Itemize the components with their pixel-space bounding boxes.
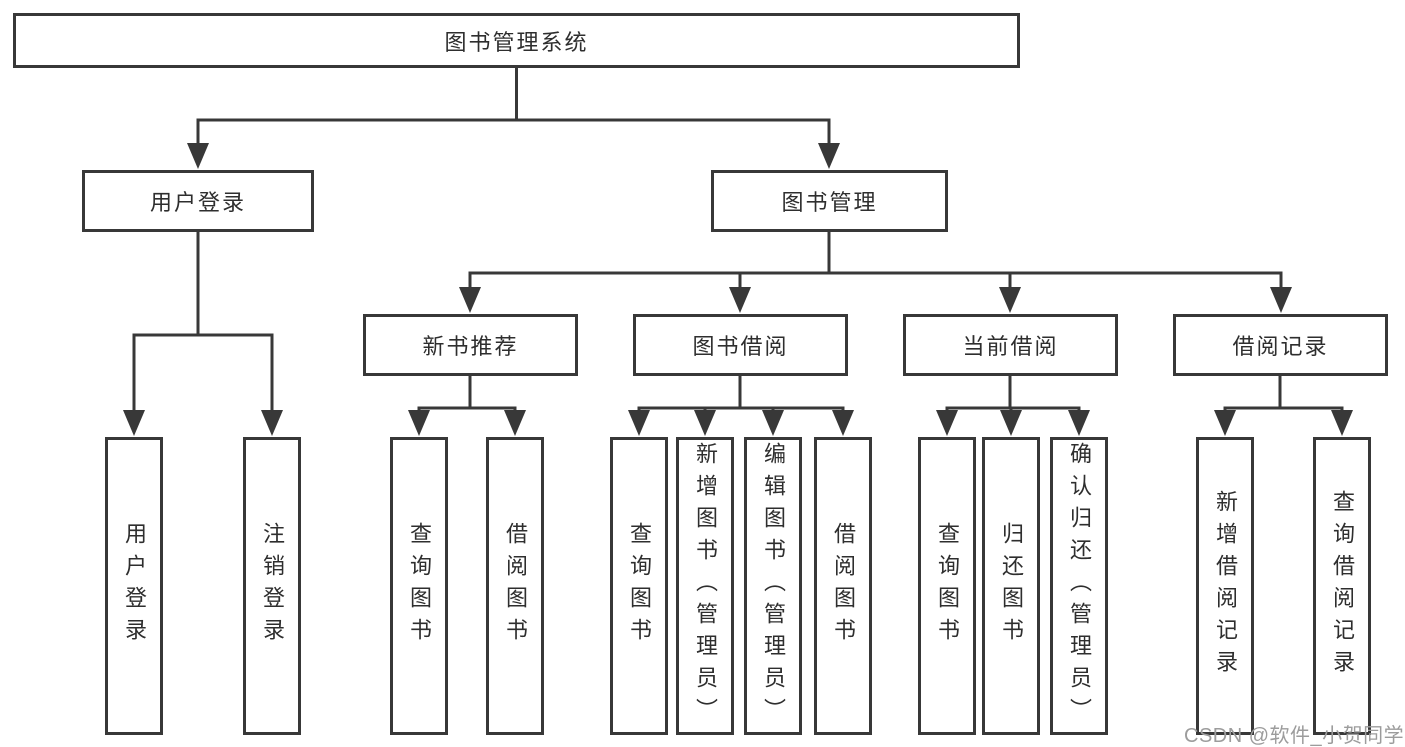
node-query-books-borrow: 查询图书 <box>610 437 668 735</box>
node-label: 新增图书（管理员） <box>693 442 718 730</box>
line <box>945 376 1081 414</box>
arrowhead-icon <box>504 410 526 436</box>
node-label: 图书管理 <box>781 190 878 215</box>
node-edit-books-admin: 编辑图书（管理员） <box>744 437 802 735</box>
node-label: 查询图书 <box>407 522 432 650</box>
arrowhead-icon <box>1214 410 1236 436</box>
connector-root-to-level2 <box>187 68 840 169</box>
arrowhead-icon <box>1068 410 1090 436</box>
node-user-login-action: 用户登录 <box>105 437 163 735</box>
node-label: 借阅记录 <box>1232 334 1329 359</box>
node-label: 用户登录 <box>149 190 246 215</box>
node-add-books-admin: 新增图书（管理员） <box>676 437 734 735</box>
node-label: 确认归还（管理员） <box>1067 442 1092 730</box>
node-add-borrow-record: 新增借阅记录 <box>1196 437 1254 735</box>
arrowhead-icon <box>1270 287 1292 313</box>
node-label: 查询借阅记录 <box>1330 490 1355 682</box>
connector-bookborrow-to-children <box>628 376 854 436</box>
node-book-borrow: 图书借阅 <box>633 314 848 376</box>
connector-newbook-to-children <box>408 376 526 436</box>
node-label: 新书推荐 <box>422 334 519 359</box>
connector-userlogin-to-children <box>123 232 283 436</box>
node-library-management-system: 图书管理系统 <box>13 13 1020 68</box>
node-borrow-books: 借阅图书 <box>814 437 872 735</box>
arrowhead-icon <box>408 410 430 436</box>
line <box>1223 376 1344 414</box>
node-label: 注销登录 <box>260 522 285 650</box>
node-query-books-recommend: 查询图书 <box>390 437 448 735</box>
node-borrow-records: 借阅记录 <box>1173 314 1388 376</box>
node-label: 当前借阅 <box>962 334 1059 359</box>
arrowhead-icon <box>123 410 145 436</box>
line <box>637 376 845 414</box>
node-return-books: 归还图书 <box>982 437 1040 735</box>
arrowhead-icon <box>261 410 283 436</box>
csdn-watermark: CSDN @软件_小贺同学 <box>1184 725 1405 747</box>
node-book-management: 图书管理 <box>711 170 948 232</box>
node-query-borrow-record: 查询借阅记录 <box>1313 437 1371 735</box>
arrowhead-icon <box>459 287 481 313</box>
line <box>132 232 274 412</box>
connector-bookmgmt-to-level3 <box>459 232 1292 313</box>
arrowhead-icon <box>187 143 209 169</box>
node-query-books-current: 查询图书 <box>918 437 976 735</box>
node-logout-action: 注销登录 <box>243 437 301 735</box>
connector-currentborrow-to-children <box>936 376 1090 436</box>
arrowhead-icon <box>936 410 958 436</box>
node-new-book-recommend: 新书推荐 <box>363 314 578 376</box>
arrowhead-icon <box>762 410 784 436</box>
node-label: 查询图书 <box>627 522 652 650</box>
node-user-login: 用户登录 <box>82 170 314 232</box>
node-confirm-return-admin: 确认归还（管理员） <box>1050 437 1108 735</box>
node-label: 查询图书 <box>935 522 960 650</box>
node-label: 借阅图书 <box>503 522 528 650</box>
arrowhead-icon <box>999 287 1021 313</box>
line <box>417 376 517 414</box>
node-borrow-books-recommend: 借阅图书 <box>486 437 544 735</box>
connector-borrowrecords-to-children <box>1214 376 1353 436</box>
arrowhead-icon <box>729 287 751 313</box>
node-label: 新增借阅记录 <box>1213 490 1238 682</box>
node-label: 编辑图书（管理员） <box>761 442 786 730</box>
node-current-borrow: 当前借阅 <box>903 314 1118 376</box>
node-label: 归还图书 <box>999 522 1024 650</box>
line <box>468 232 1283 290</box>
arrowhead-icon <box>832 410 854 436</box>
node-label: 借阅图书 <box>831 522 856 650</box>
node-label: 图书管理系统 <box>444 29 589 55</box>
arrowhead-icon <box>818 143 840 169</box>
arrowhead-icon <box>628 410 650 436</box>
node-label: 用户登录 <box>122 522 147 650</box>
line <box>196 68 831 146</box>
arrowhead-icon <box>1000 410 1022 436</box>
arrowhead-icon <box>694 410 716 436</box>
node-label: 图书借阅 <box>692 334 789 359</box>
arrowhead-icon <box>1331 410 1353 436</box>
